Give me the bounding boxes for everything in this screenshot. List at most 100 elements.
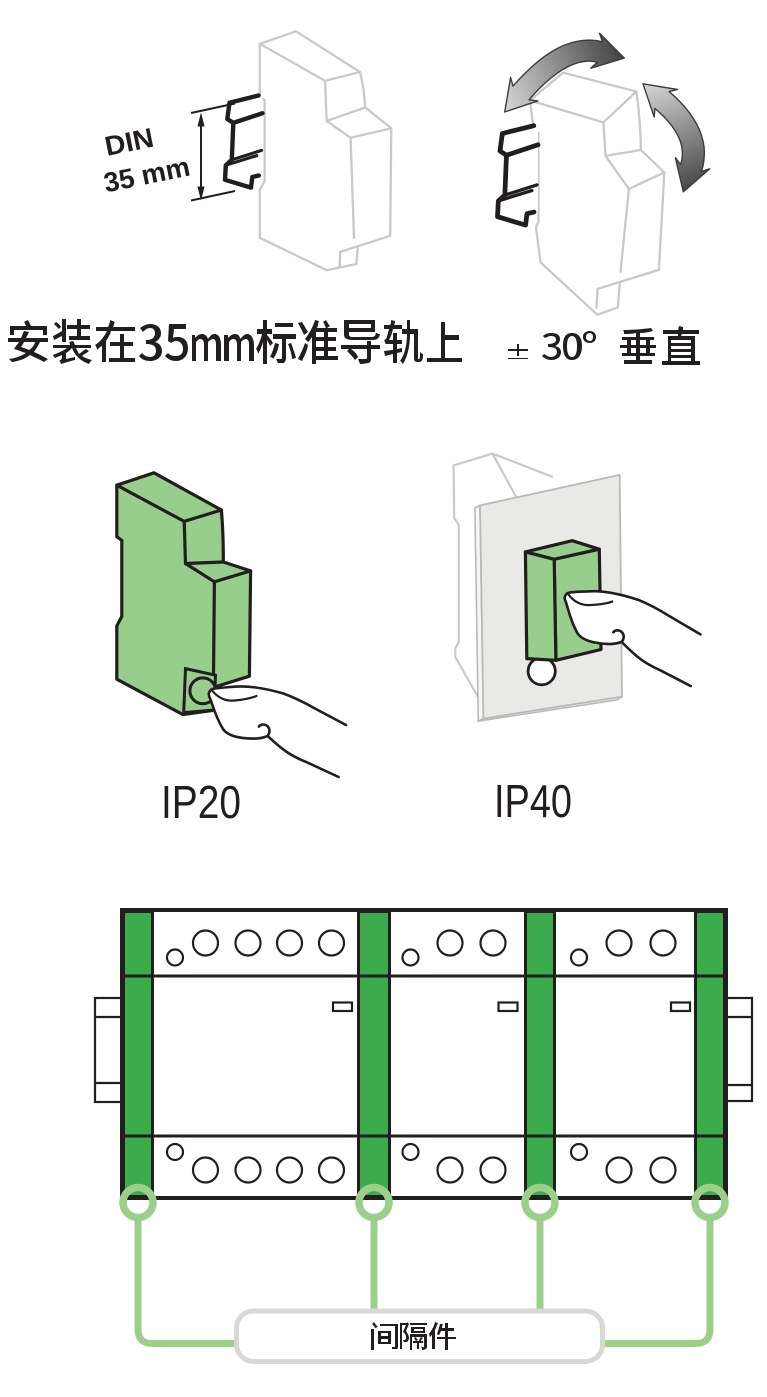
module-edge	[323, 79, 328, 123]
module-silhouette	[528, 71, 666, 316]
callout-label-box: 间隔件	[234, 1308, 605, 1364]
terminal-hole	[191, 1156, 220, 1184]
terminal-strip-divider	[122, 974, 726, 1138]
module-outline	[258, 30, 393, 272]
figure-tilt-range: ± 30° 垂直	[498, 32, 718, 370]
button-box-front-face	[523, 550, 558, 662]
module-edge	[323, 70, 362, 83]
module-edge	[602, 90, 638, 124]
swing-arrow-right-icon	[642, 83, 711, 193]
terminal-hole	[234, 929, 262, 957]
terminal-hole	[234, 1156, 262, 1184]
callout-label-text: 间隔件	[371, 1320, 464, 1355]
din-rail-end-clamp-right	[724, 996, 754, 1103]
din-rail-art	[498, 125, 539, 225]
figure-ip20: IP20	[115, 471, 348, 828]
terminal-hole	[317, 929, 346, 957]
terminal-hole	[317, 1156, 346, 1184]
spacer-callout-ring	[355, 1183, 393, 1222]
module-edge	[528, 99, 605, 124]
module-edge	[115, 483, 186, 523]
terminal-hole	[649, 1156, 677, 1184]
module-edge	[604, 154, 631, 191]
terminal-hole-small	[401, 948, 420, 967]
module-edge	[627, 171, 666, 191]
spacer-bar	[524, 910, 556, 1198]
figure-rail-mount: DIN 35 mm 安装在35mm标准导轨上	[8, 30, 504, 370]
spacer-callout-ring	[521, 1183, 559, 1222]
terminal-hole	[649, 929, 677, 957]
extension-line-bottom	[190, 190, 236, 202]
module-edge	[596, 280, 622, 291]
terminal-hole	[479, 929, 507, 957]
clamp-lines	[726, 1015, 752, 1087]
spacer-bar	[122, 910, 154, 1198]
assembly-body	[122, 910, 726, 1198]
extension-line-top	[190, 102, 236, 114]
dimension-label-line1: DIN	[102, 122, 156, 162]
arrowhead-down-icon	[197, 186, 205, 201]
indicator-window	[669, 1001, 692, 1013]
clamp-lines	[95, 1015, 122, 1085]
figure-spacer-row: 间隔件	[93, 908, 754, 1364]
terminal-hole-small	[165, 1142, 185, 1162]
caption-tilt-range: ± 30° 垂直	[506, 318, 718, 370]
caption-ip40: IP40	[494, 775, 572, 827]
din-rail-end-clamp-left	[93, 996, 124, 1104]
clamp-body	[724, 996, 754, 1103]
module-edge	[339, 245, 360, 254]
module-edge	[183, 560, 225, 566]
figure-ip40: IP40	[452, 452, 704, 827]
module-edge	[258, 42, 327, 83]
swing-arrow-top-icon	[504, 32, 625, 113]
module-edge	[619, 187, 631, 274]
din-rail-art	[225, 95, 263, 188]
din-rail	[498, 125, 539, 225]
clamp-body	[93, 996, 124, 1104]
terminal-hole	[275, 1156, 304, 1184]
indicator-window	[331, 1001, 354, 1013]
terminal-hole	[275, 929, 304, 957]
callout-lines	[134, 1216, 714, 1347]
test-button	[526, 656, 557, 687]
module-edge	[325, 119, 352, 139]
indicator-window	[497, 1001, 519, 1013]
callout-label-glyphs	[371, 1322, 456, 1350]
spacer-callout-ring	[119, 1183, 157, 1222]
terminal-hole	[605, 1156, 633, 1184]
callout-line	[134, 1216, 236, 1347]
module-edge	[452, 464, 456, 520]
caption-rail-mount-text: 安装在35mm标准导轨上	[8, 318, 504, 370]
assembly-border	[120, 908, 728, 1200]
dimension-indicator: DIN 35 mm	[101, 102, 236, 202]
module-edge	[349, 136, 356, 240]
module-edge	[602, 121, 607, 158]
module-edge	[182, 519, 188, 566]
terminal-hole	[436, 1156, 464, 1184]
module-edge	[325, 106, 367, 123]
module-edge	[182, 508, 223, 523]
caption-ip20: IP20	[161, 776, 241, 828]
terminal-hole-small	[165, 948, 185, 967]
module-edge	[491, 452, 518, 499]
terminal-hole	[605, 929, 633, 957]
module-edge	[211, 580, 216, 689]
module-edge	[212, 569, 253, 584]
callout-line	[603, 1216, 714, 1347]
terminal-hole-small	[401, 1142, 420, 1162]
module-silhouette	[258, 30, 393, 272]
din-rail	[225, 95, 263, 188]
caption-tilt-range-text: ± 30° 垂直	[506, 318, 718, 370]
arrowhead-up-icon	[197, 112, 205, 127]
caption-rail-mount: 安装在35mm标准导轨上	[8, 318, 504, 370]
module-edge	[595, 287, 599, 309]
terminal-hole	[479, 1156, 507, 1184]
module-edge	[349, 127, 393, 139]
module-outline-behind	[452, 452, 553, 709]
caption-rail-mount-glyphs	[8, 319, 462, 364]
terminal-hole	[191, 929, 220, 957]
module-edge	[453, 516, 486, 709]
spacer-bar	[694, 910, 726, 1198]
module-edge	[604, 148, 643, 158]
